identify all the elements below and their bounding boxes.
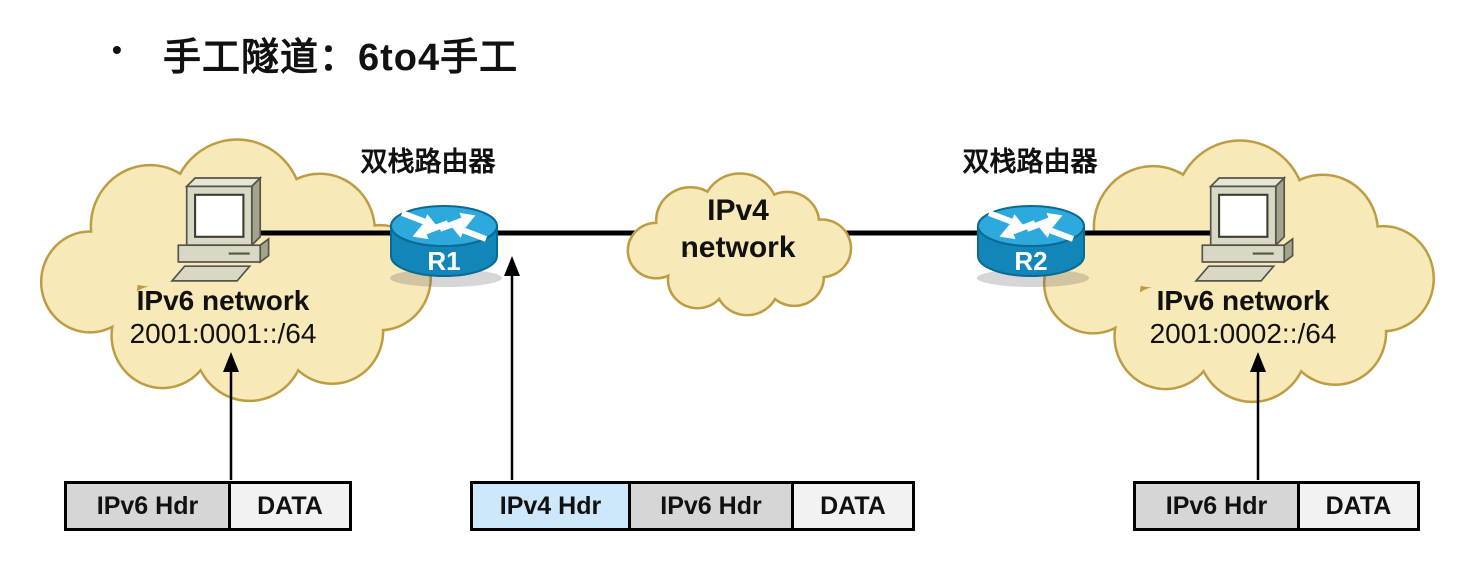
- network-name-line1: IPv4: [707, 194, 769, 227]
- page-title: 手工隧道：6to4手工: [163, 37, 519, 79]
- router-r2-label: R2: [1014, 246, 1047, 276]
- packet-tunnel: IPv4 Hdr IPv6 Hdr DATA: [470, 481, 915, 531]
- router-r1-icon: R1: [390, 206, 502, 287]
- ipv4-network-label: IPv4 network: [680, 192, 795, 266]
- router-r1-label: R1: [427, 246, 460, 276]
- ipv6-network-left-label: IPv6 network 2001:0001::/64: [130, 284, 317, 350]
- network-name: IPv6 network: [1156, 285, 1330, 316]
- packet-cell-data: DATA: [791, 481, 915, 531]
- arrow-left-packet-to-ipv6-network: [223, 352, 239, 480]
- network-prefix: 2001:0001::/64: [129, 318, 317, 349]
- packet-cell-data: DATA: [1297, 481, 1420, 531]
- packet-cell-ipv6-hdr: IPv6 Hdr: [628, 481, 794, 531]
- packet-cell-ipv4-hdr: IPv4 Hdr: [470, 481, 631, 531]
- network-prefix: 2001:0002::/64: [1149, 318, 1337, 349]
- packet-left: IPv6 Hdr DATA: [64, 481, 352, 531]
- dual-stack-router-label-right: 双栈路由器: [962, 147, 1098, 177]
- packet-cell-ipv6-hdr: IPv6 Hdr: [1133, 481, 1300, 531]
- arrow-right-packet-to-ipv6-network: [1250, 352, 1266, 480]
- arrow-tunnel-packet-to-link: [504, 256, 520, 480]
- packet-cell-ipv6-hdr: IPv6 Hdr: [64, 481, 231, 531]
- router-r2-icon: R2: [977, 206, 1089, 287]
- packet-cell-data: DATA: [228, 481, 352, 531]
- title-bullet: •: [112, 34, 122, 65]
- dual-stack-router-label-left: 双栈路由器: [360, 147, 496, 177]
- packet-right: IPv6 Hdr DATA: [1133, 481, 1420, 531]
- network-name-line2: network: [680, 231, 796, 264]
- network-name: IPv6 network: [136, 285, 310, 316]
- ipv6-network-right-label: IPv6 network 2001:0002::/64: [1150, 284, 1337, 350]
